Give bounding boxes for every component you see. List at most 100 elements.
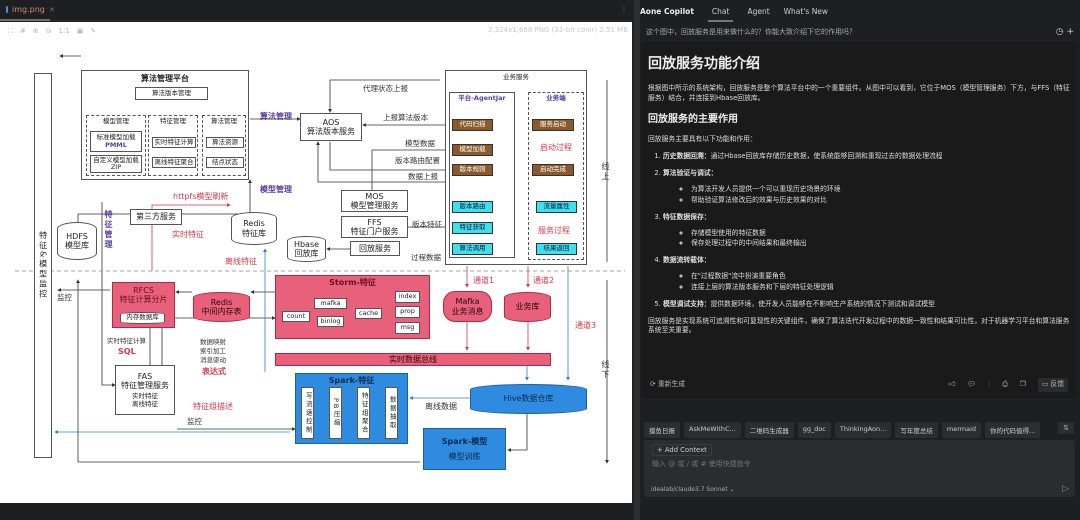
prompt-chips: 摸鱼日报 AskMeWithC... 二维码生成器 gg_doc Thinkin… bbox=[644, 422, 1076, 438]
chip[interactable]: 摸鱼日报 bbox=[644, 422, 680, 438]
new-chat-icon[interactable]: + bbox=[1066, 27, 1074, 37]
title: Storm-特征 bbox=[329, 278, 376, 287]
list-item: 算法验证与调试：为算法开发人员提供一个可以重现历史场景的环境帮助验证算法修改后的… bbox=[663, 169, 1070, 206]
answer-conclusion: 回放服务是实现系统可追溯性和可复现性的关键组件，确保了算法迭代开发过程中的数据一… bbox=[648, 316, 1070, 335]
spark-step: 写流速控制 bbox=[301, 387, 314, 439]
tab-agent[interactable]: Agent bbox=[747, 6, 770, 16]
editor-pane: img.png✕ ⋮ bbox=[0, 0, 634, 520]
model-label: idealab/claude3.7 Sonnet bbox=[651, 486, 728, 493]
list-item: 历史数据回溯：通过Hbase回放库存储历史数据，使系统能够回溯和重现过去的数据处… bbox=[663, 152, 1070, 162]
list-item: 数据流转载体：在"过程数据"流中扮演重要角色连接上层的算法版本服务和下层的特征处… bbox=[663, 256, 1070, 293]
screenshot-icon[interactable]: ⎙ bbox=[1002, 380, 1008, 389]
label: 自定义模型加载 bbox=[93, 155, 139, 164]
edge-label: 过程数据 bbox=[411, 253, 441, 262]
fit-icon[interactable]: ⛶ bbox=[8, 26, 13, 35]
chat-input[interactable] bbox=[652, 460, 1052, 468]
group-title: 模型管理 bbox=[103, 117, 129, 125]
color-picker-icon[interactable]: ✎ bbox=[90, 27, 97, 35]
algo-call: 算法调用 bbox=[452, 243, 493, 255]
label: 算法版本服务 bbox=[307, 127, 355, 136]
edge-label: 实时特征 bbox=[172, 230, 204, 239]
close-icon[interactable]: ✕ bbox=[48, 5, 55, 14]
thumbs-down-icon[interactable]: 💬︎ bbox=[967, 380, 976, 389]
edge-label: 表达式 bbox=[202, 367, 226, 376]
edge-label: 离线特征 bbox=[225, 257, 257, 266]
regenerate-button[interactable]: ⟳ 重新生成 bbox=[650, 380, 685, 390]
copy-icon[interactable]: ❐ bbox=[1019, 380, 1026, 389]
edge-label: 实时特征计算 bbox=[107, 337, 146, 345]
storm-binlog: binlog bbox=[317, 316, 344, 327]
edge-label: 离线数据 bbox=[425, 402, 457, 411]
editor-tab-bar: img.png✕ ⋮ bbox=[0, 0, 634, 21]
sort-icon[interactable]: ⇅ bbox=[1058, 422, 1074, 434]
chip[interactable]: gg_doc bbox=[797, 422, 831, 438]
tab-img-png[interactable]: img.png✕ bbox=[0, 0, 55, 21]
answer-title: 回放服务功能介绍 bbox=[648, 56, 760, 72]
title: 平台-AgentJar bbox=[458, 94, 506, 102]
sub-item: 为算法开发人员提供一个可以重现历史场景的环境 bbox=[691, 185, 1070, 195]
title: 业务端 bbox=[546, 94, 566, 102]
spark-step: 特征组聚合 bbox=[357, 387, 370, 439]
edge-label: httpfs模型刷新 bbox=[173, 192, 229, 201]
chip[interactable]: 你的代码值得... bbox=[985, 422, 1041, 438]
history-icon[interactable]: ◷ bbox=[1055, 27, 1064, 37]
label: AOS bbox=[322, 117, 340, 127]
sub-item: 在"过程数据"流中扮演重要角色 bbox=[691, 272, 1070, 282]
more-icon[interactable]: ⋮ bbox=[620, 5, 628, 14]
label: 模型训练 bbox=[448, 452, 481, 461]
tab-chat[interactable]: Chat bbox=[707, 1, 734, 22]
grid-icon[interactable]: # bbox=[19, 27, 26, 35]
storm-index: index bbox=[395, 291, 420, 303]
label: 离线特征 bbox=[132, 399, 158, 408]
chip[interactable]: mermaid bbox=[941, 422, 981, 438]
chip[interactable]: 写年度总结 bbox=[895, 422, 938, 438]
chip[interactable]: ThinkingAon... bbox=[834, 422, 892, 438]
label: Redis bbox=[243, 219, 265, 229]
add-context-button[interactable]: + Add Context bbox=[652, 444, 712, 456]
label: 特征门户服务 bbox=[350, 227, 399, 236]
label: Redis bbox=[210, 297, 233, 307]
chip[interactable]: AskMeWithC... bbox=[684, 422, 741, 438]
algo-resource: 算法资源 bbox=[206, 137, 244, 148]
copilot-tabs: Aone Copilot Chat Agent What's New bbox=[640, 0, 1080, 22]
version-rule: 版本规则 bbox=[452, 164, 493, 176]
storm-msg: msg bbox=[395, 322, 420, 334]
label: 回放库 bbox=[294, 249, 319, 258]
title: Spark-模型 bbox=[441, 436, 488, 446]
edge-label: 监控 bbox=[187, 417, 202, 426]
storm-cache: cache bbox=[355, 308, 382, 319]
send-icon[interactable]: ▷ bbox=[1062, 484, 1069, 494]
list-item: 模型调试支持：提供数据环境，使开发人员能够在不影响生产系统的情况下测试和调试模型 bbox=[663, 300, 1070, 310]
thumbs-up-icon[interactable]: 👍︎ bbox=[948, 380, 956, 389]
answer-lead: 回放服务主要具有以下功能和作用： bbox=[648, 135, 757, 144]
edge-label: 索引加工 bbox=[200, 347, 226, 355]
feedback-button[interactable]: ▭ 反馈 bbox=[1037, 378, 1068, 392]
sub-item: 连接上层的算法版本服务和下层的特征处理逻辑 bbox=[691, 283, 1070, 293]
edge-label: 版本路由配置 bbox=[395, 156, 440, 165]
tab-whats-new[interactable]: What's New bbox=[783, 6, 829, 16]
model-selector[interactable]: idealab/claude3.7 Sonnet ⌄ bbox=[651, 486, 735, 493]
actual-size-button[interactable]: 1:1 bbox=[58, 27, 70, 35]
storm-prop: prop bbox=[395, 306, 420, 318]
chip[interactable]: 二维码生成器 bbox=[744, 422, 794, 438]
feature-get: 特征获取 bbox=[452, 222, 493, 234]
zoom-out-icon[interactable]: ⊖ bbox=[45, 27, 52, 35]
background-icon[interactable]: ▣ bbox=[76, 27, 84, 35]
realtime-calc: 实时特征计算 bbox=[152, 137, 196, 148]
algo-version-mgmt: 算法版本管理 bbox=[135, 87, 208, 100]
question-row: 这个图中，回放服务是用来做什么的？你能大致介绍下它的作用吗？ ◷ + bbox=[640, 22, 1080, 42]
add-context-label: Add Context bbox=[664, 446, 707, 454]
edge-label: 消息驱动 bbox=[200, 356, 226, 364]
label: 标准模型加载 bbox=[96, 133, 136, 142]
edge-label: 上报算法版本 bbox=[383, 113, 428, 122]
chat-input-box: + Add Context idealab/claude3.7 Sonnet ⌄… bbox=[644, 440, 1075, 497]
zoom-in-icon[interactable]: ⊕ bbox=[32, 27, 39, 35]
label: HDFS bbox=[66, 231, 88, 241]
